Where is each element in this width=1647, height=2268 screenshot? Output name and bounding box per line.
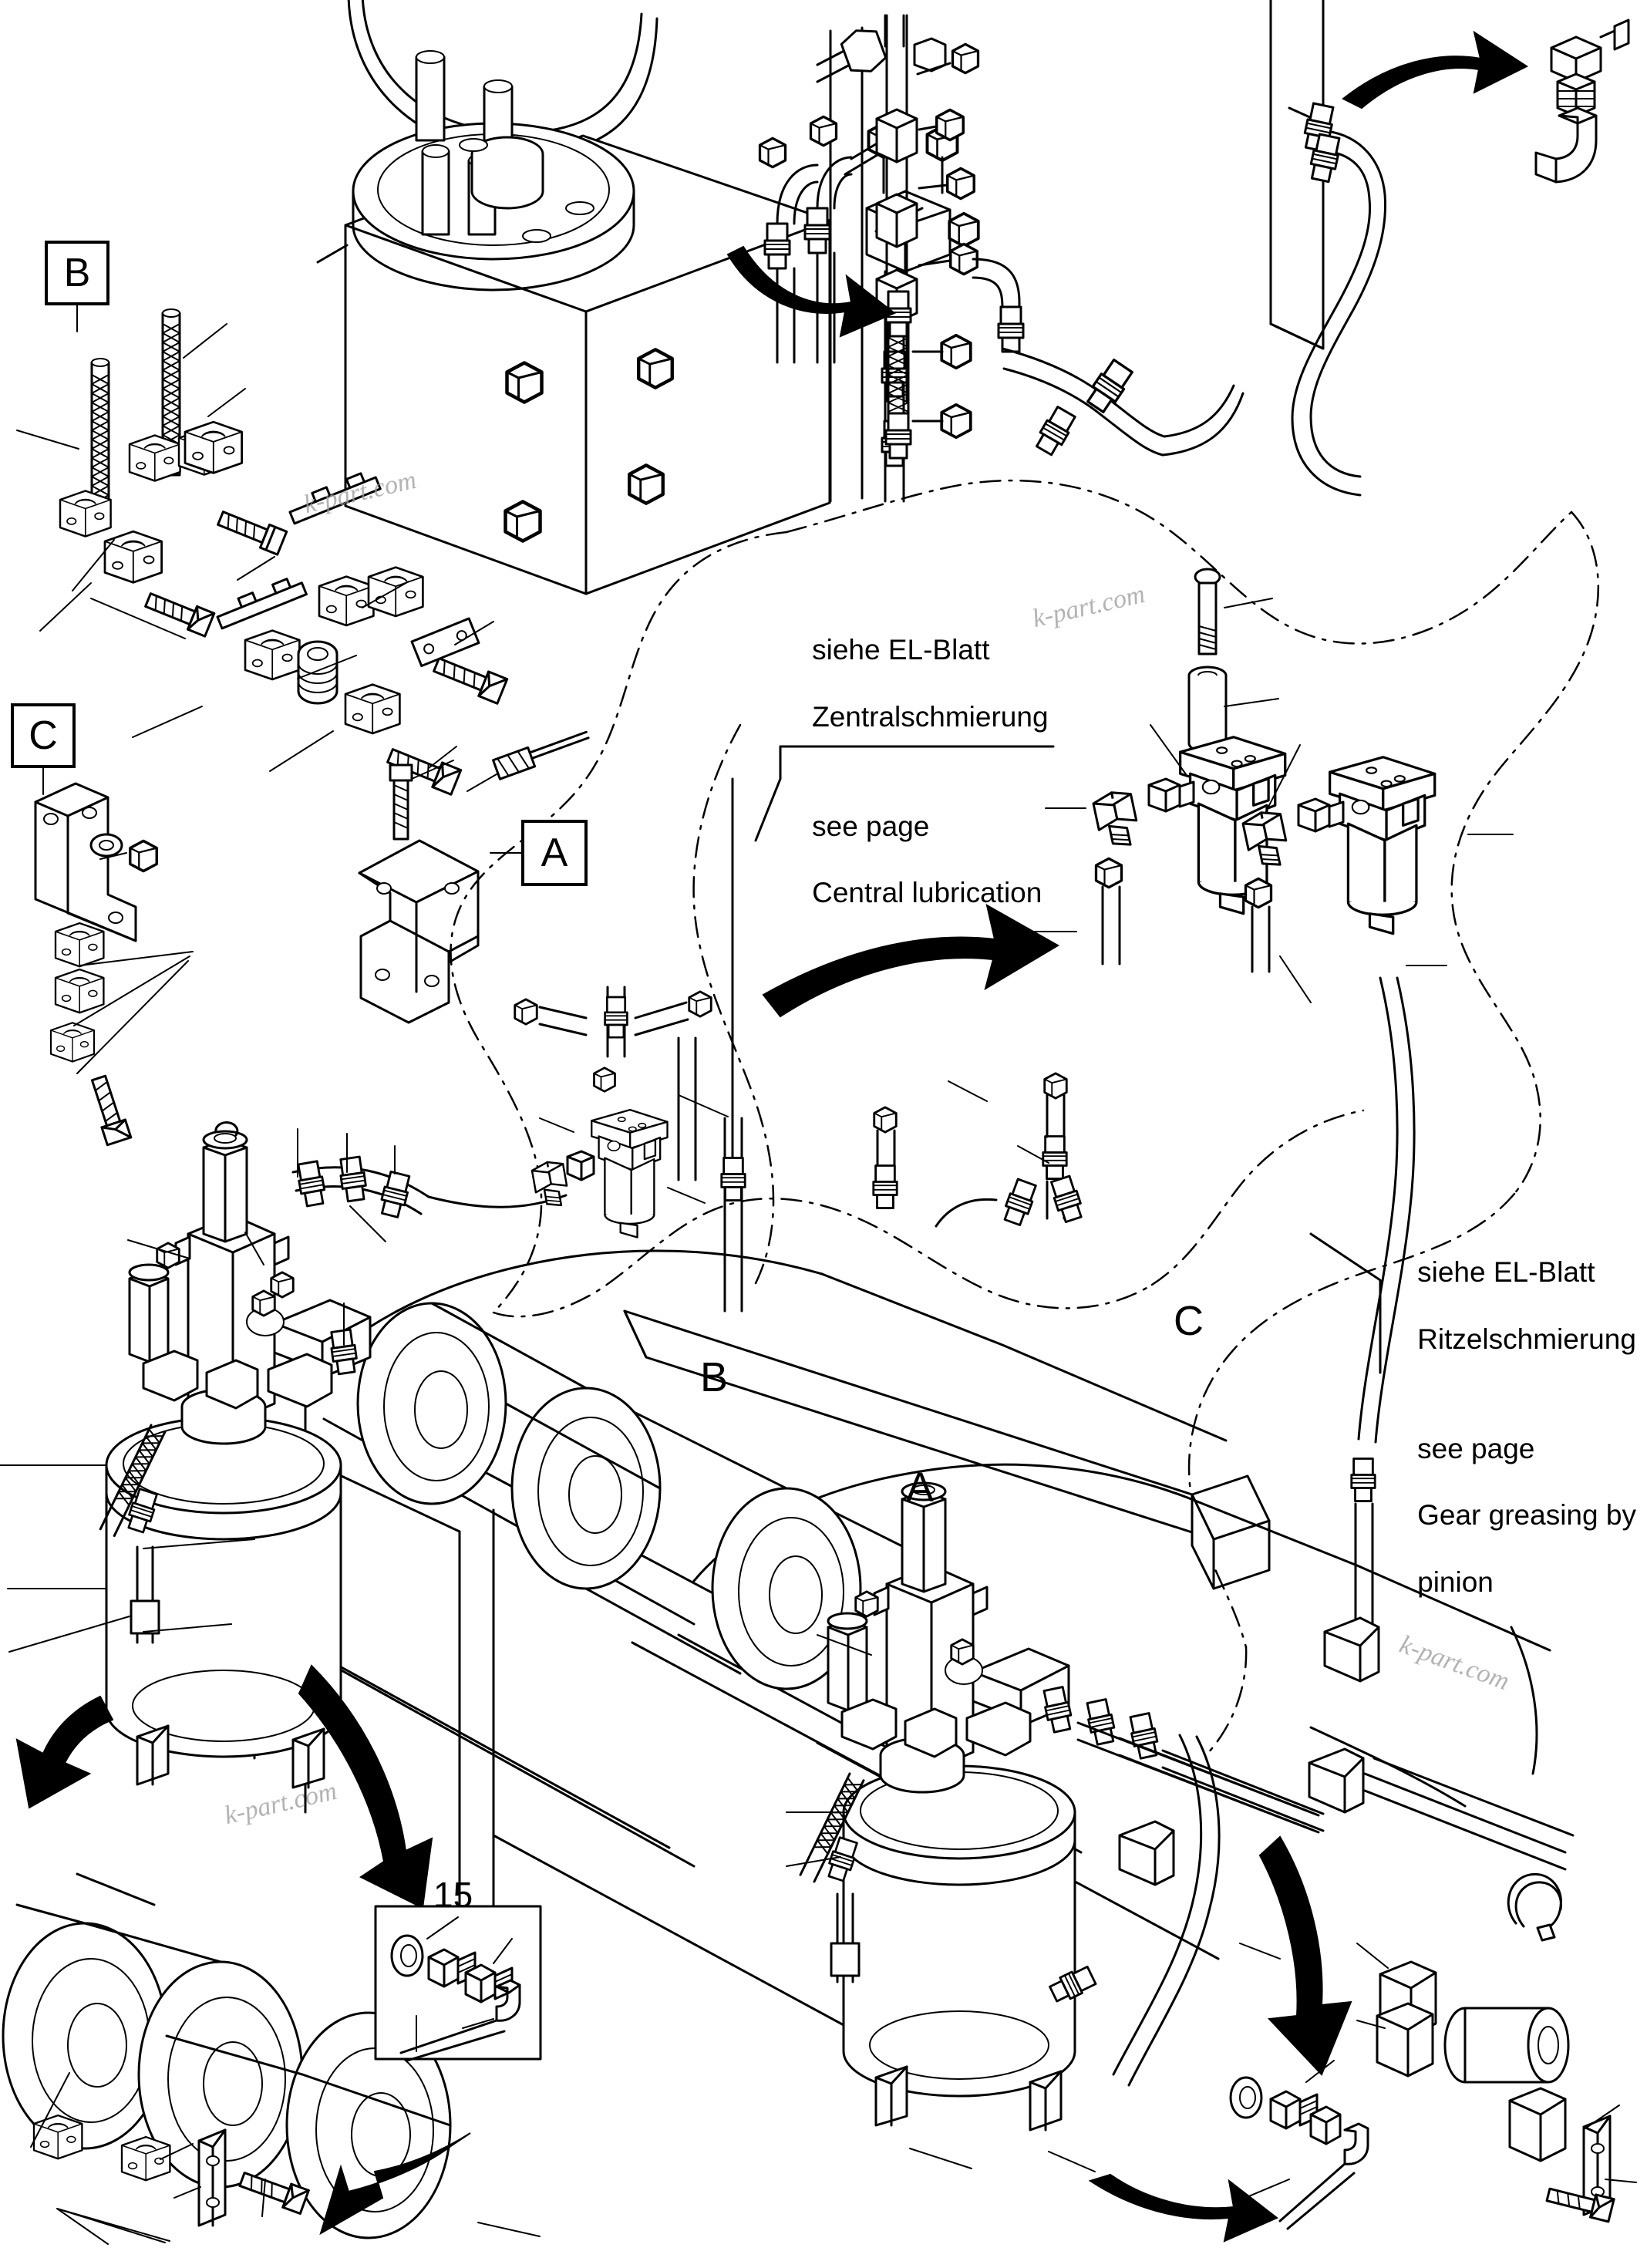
filter-pair-detail — [1032, 568, 1514, 973]
note2-line-en-3: pinion — [1417, 1565, 1494, 1598]
callout-box-b: B — [45, 241, 109, 305]
note2-line-de-2: Ritzelschmierung — [1417, 1323, 1636, 1355]
callout-box-a-label: A — [541, 831, 568, 875]
leader-lines — [143, 955, 1312, 2237]
detail-15-box — [374, 1905, 542, 2062]
arrow-to-right-fitting — [1342, 30, 1529, 110]
gear-greasing-note: siehe EL-Blatt Ritzelschmierung see page… — [1386, 1222, 1636, 1632]
callout-box-b-label: B — [63, 251, 91, 295]
arrow-to-clamp-left — [15, 1695, 114, 1809]
hose-run-column — [1291, 101, 1387, 497]
detail-b-exploded-clamps — [16, 308, 509, 796]
pump-reservoir-assembly — [316, 0, 831, 595]
central-lubrication-note: siehe EL-Blatt Zentralschmierung see pag… — [780, 600, 1049, 943]
arrow-to-manifold — [726, 245, 896, 338]
grease-drum-left — [0, 1121, 386, 1789]
callout-box-c: C — [11, 703, 76, 768]
note-line-en-1: see page — [812, 810, 930, 842]
pipe-branch-center-right — [935, 1072, 1086, 1228]
pipe-run-right-upper — [1323, 976, 1416, 1683]
arrow-to-detail-15 — [298, 1664, 433, 1909]
hose-run-upper — [1001, 347, 1245, 458]
note2-line-en-1: see page — [1417, 1432, 1535, 1464]
note2-line-en-2: Gear greasing by — [1417, 1499, 1636, 1532]
bracket-detail-right — [1356, 1872, 1637, 2223]
note2-line-de-1: siehe EL-Blatt — [1417, 1256, 1595, 1289]
note-line-de-1: siehe EL-Blatt — [812, 634, 990, 666]
detail-number-15: 15 — [433, 1875, 473, 1915]
assembly-letter-b: B — [700, 1354, 729, 1400]
fitting-detail-bottom — [1229, 2060, 1369, 2230]
grease-drum-right — [786, 1481, 1076, 2132]
arrow-to-fitting-bottom — [1088, 2173, 1278, 2243]
assembly-letter-a: A — [906, 1464, 935, 1511]
callout-box-c-label: C — [29, 713, 58, 758]
callout-box-a: A — [521, 820, 588, 886]
note-line-de-2: Zentralschmierung — [812, 700, 1049, 733]
arrow-to-wheels — [319, 2132, 471, 2236]
pipe-manifold-detail — [816, 14, 1025, 460]
elbow-fitting-detail — [1534, 19, 1630, 184]
assembly-letter-c: C — [1174, 1298, 1204, 1344]
note-line-en-2: Central lubrication — [812, 877, 1042, 909]
arrow-to-bracket-right — [1258, 1835, 1352, 2076]
center-filter-assembly — [514, 986, 898, 1313]
wheel-cluster-lower — [2, 1872, 452, 2245]
arrow-to-filters — [762, 904, 1059, 1018]
wheel-cluster-upper — [356, 1302, 862, 1690]
pipe-run-right — [1040, 1685, 1575, 2087]
detail-c-bracket — [34, 782, 194, 1147]
detail-a-bracket — [358, 730, 590, 1024]
